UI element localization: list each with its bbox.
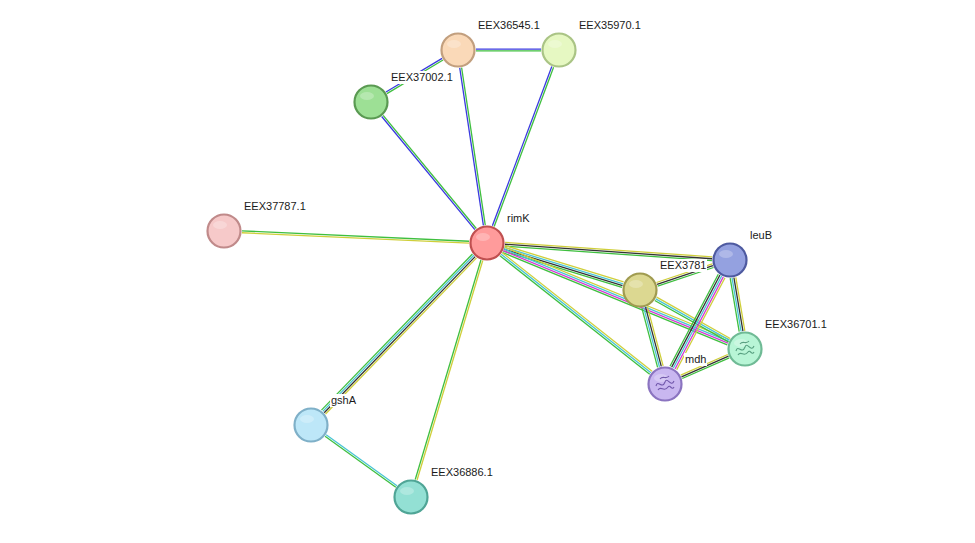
evidence-line	[242, 231, 469, 241]
node-circle	[206, 213, 242, 249]
evidence-line	[415, 260, 481, 480]
evidence-line	[326, 435, 397, 486]
interaction-edge	[670, 274, 725, 370]
evidence-line	[382, 117, 475, 230]
protein-node: leuB	[712, 242, 748, 278]
node-label: EEX36886.1	[430, 466, 494, 479]
node-circle	[727, 331, 763, 367]
interaction-edge	[476, 49, 541, 51]
node-label: EEX36545.1	[477, 19, 541, 32]
node-label: EEX35970.1	[578, 19, 642, 32]
evidence-line	[460, 68, 484, 225]
interaction-edge	[325, 435, 397, 488]
interaction-edge	[415, 260, 483, 480]
interaction-edge	[503, 246, 623, 288]
protein-node: rimK	[469, 225, 505, 261]
node-label: EEX36701.1	[764, 318, 828, 331]
interaction-edge	[730, 277, 745, 331]
protein-node: EEX37787.1	[206, 213, 242, 249]
node-label: EEX37787.1	[243, 200, 307, 213]
interaction-edge	[500, 253, 652, 375]
evidence-line	[675, 277, 723, 369]
evidence-line	[324, 257, 475, 413]
evidence-line	[505, 246, 624, 282]
node-circle	[469, 225, 505, 261]
node-label: leuB	[749, 229, 773, 242]
node-label: gshA	[330, 394, 357, 407]
interaction-edge	[492, 67, 553, 227]
node-circle	[440, 32, 476, 68]
interaction-edge	[505, 242, 712, 260]
evidence-line	[462, 68, 486, 225]
evidence-line	[321, 254, 472, 410]
protein-node: EEX36886.1	[393, 479, 429, 515]
evidence-line	[326, 258, 477, 414]
protein-node: EEX35970.1	[541, 32, 577, 68]
protein-node: mdh	[647, 366, 683, 402]
evidence-line	[646, 307, 662, 366]
interaction-edge	[321, 254, 476, 414]
interaction-edge	[460, 68, 486, 226]
evidence-line	[677, 278, 725, 370]
node-label: mdh	[684, 353, 707, 366]
evidence-line	[734, 278, 743, 332]
evidence-line	[672, 275, 720, 367]
node-label: EEX3781	[659, 259, 707, 272]
evidence-line	[494, 67, 553, 226]
evidence-line	[501, 254, 651, 373]
interaction-edge	[242, 231, 469, 243]
protein-node: EEX36545.1	[440, 32, 476, 68]
node-circle	[293, 407, 329, 443]
protein-node: gshA	[293, 407, 329, 443]
evidence-line	[325, 436, 396, 487]
node-circle	[622, 272, 658, 308]
evidence-line	[502, 253, 652, 372]
evidence-line	[732, 278, 741, 332]
node-circle	[353, 84, 389, 120]
protein-node: EEX37002.1	[353, 84, 389, 120]
interaction-edge	[382, 115, 477, 229]
evidence-line	[323, 255, 474, 411]
evidence-line	[657, 297, 731, 338]
node-label: EEX37002.1	[390, 71, 454, 84]
evidence-line	[476, 50, 541, 51]
evidence-line	[642, 308, 658, 367]
evidence-line	[417, 261, 483, 481]
evidence-line	[503, 252, 728, 344]
evidence-line	[670, 274, 718, 366]
node-label: rimK	[506, 212, 531, 225]
evidence-line	[476, 48, 541, 49]
evidence-line	[644, 308, 660, 367]
node-circle	[393, 479, 429, 515]
evidence-line	[655, 300, 729, 341]
node-circle	[712, 242, 748, 278]
evidence-line	[730, 278, 739, 332]
interaction-edge	[642, 307, 663, 368]
evidence-line	[504, 247, 623, 283]
protein-node: EEX36701.1	[727, 331, 763, 367]
evidence-line	[492, 67, 551, 226]
evidence-line	[242, 233, 469, 243]
protein-node: EEX3781	[622, 272, 658, 308]
node-circle	[647, 366, 683, 402]
evidence-line	[383, 115, 476, 228]
evidence-line	[500, 256, 650, 375]
node-circle	[541, 32, 577, 68]
evidence-line	[673, 276, 721, 368]
evidence-line	[656, 299, 730, 340]
